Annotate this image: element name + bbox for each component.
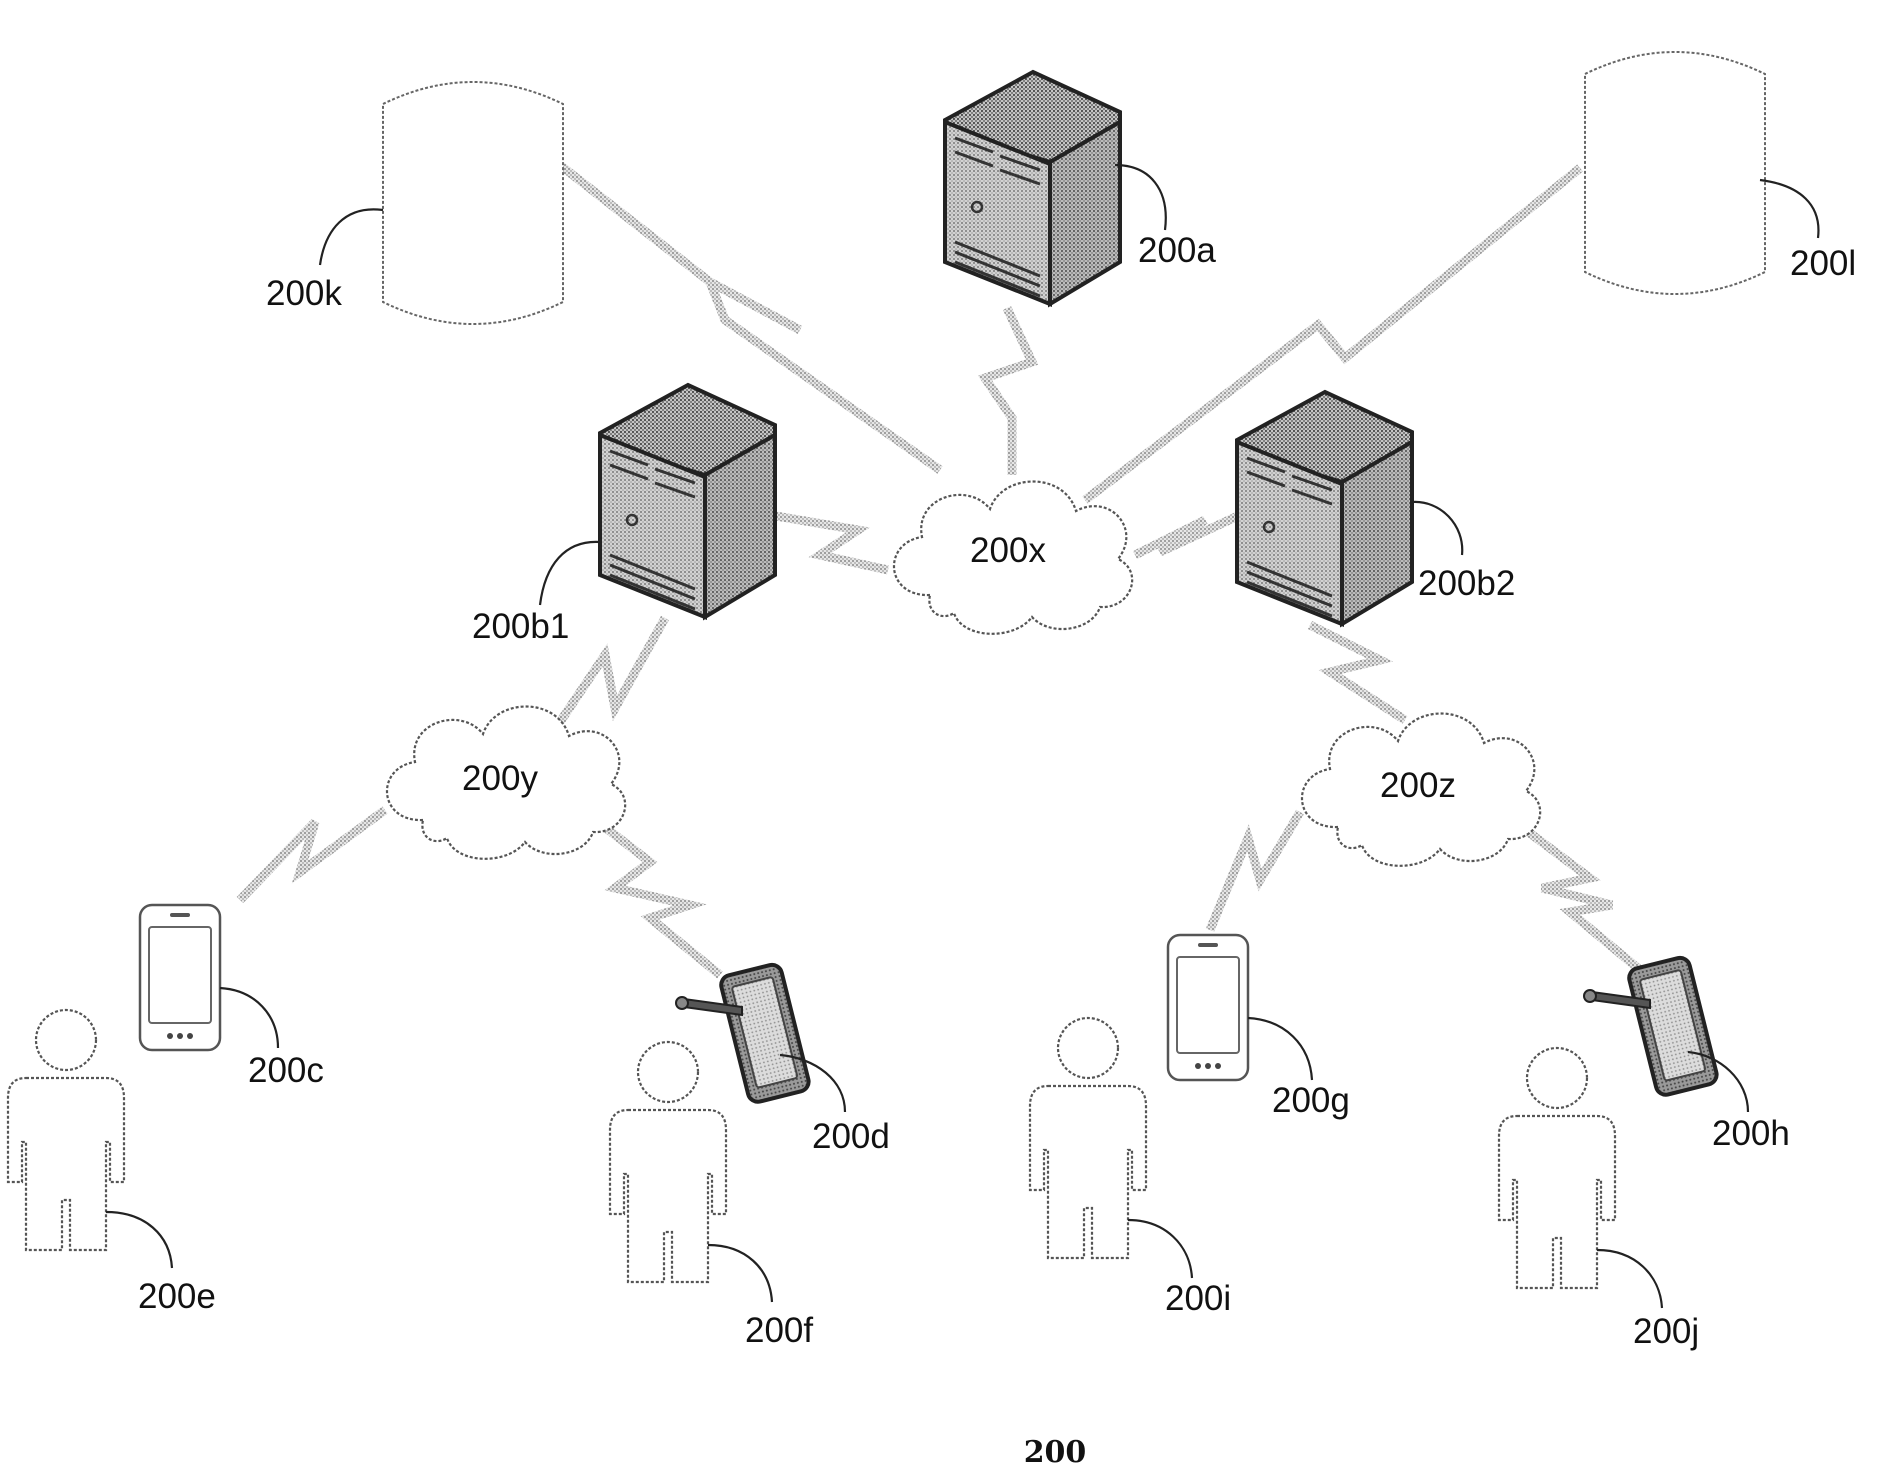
link-200b1-200y <box>558 618 665 725</box>
link-200x-200b2 <box>1135 515 1240 555</box>
figure-label: 200 <box>1024 1435 1087 1467</box>
leader-200l <box>1760 180 1818 238</box>
smartphone-200c <box>140 905 220 1050</box>
tablet-200h <box>1584 956 1719 1097</box>
label-200y: 200y <box>462 759 538 798</box>
leader-200a <box>1115 165 1166 230</box>
label-200l: 200l <box>1790 244 1856 283</box>
leader-200k <box>320 209 383 265</box>
link-200y-200c <box>240 810 385 900</box>
leader-200c <box>220 988 278 1048</box>
label-200k: 200k <box>266 274 342 313</box>
leader-200b1 <box>540 542 600 605</box>
label-200f: 200f <box>745 1311 813 1350</box>
leader-200f <box>708 1245 772 1302</box>
link-200a-200x <box>985 308 1032 475</box>
user-200i <box>1030 1018 1146 1258</box>
label-200a: 200a <box>1138 231 1216 270</box>
link-200z-200g <box>1210 812 1300 930</box>
leader-200g <box>1248 1018 1312 1080</box>
label-200g: 200g <box>1272 1081 1350 1120</box>
label-200d: 200d <box>812 1117 890 1156</box>
link-200b1-200x <box>770 515 888 570</box>
label-200b2: 200b2 <box>1418 564 1515 603</box>
server-200b2 <box>1237 392 1412 624</box>
database-200l <box>1585 52 1765 294</box>
server-200b1 <box>600 385 775 617</box>
link-200z-200h <box>1515 822 1640 970</box>
label-200j: 200j <box>1633 1312 1699 1351</box>
user-200j <box>1499 1048 1615 1288</box>
link-200b2-200z <box>1310 625 1405 720</box>
label-200c: 200c <box>248 1051 324 1090</box>
label-200e: 200e <box>138 1277 216 1316</box>
user-200e <box>8 1010 124 1250</box>
label-200x: 200x <box>970 531 1046 570</box>
link-200y-200d <box>580 808 720 975</box>
label-200z: 200z <box>1380 766 1456 805</box>
smartphone-200g <box>1168 935 1248 1080</box>
database-200k <box>383 82 563 324</box>
label-200b1: 200b1 <box>472 607 569 646</box>
label-200i: 200i <box>1165 1279 1231 1318</box>
leader-200e <box>106 1212 172 1268</box>
label-200h: 200h <box>1712 1114 1790 1153</box>
leader-200i <box>1128 1220 1192 1278</box>
leader-200j <box>1597 1250 1662 1308</box>
server-200a <box>945 72 1120 304</box>
leader-200b2 <box>1412 502 1462 555</box>
